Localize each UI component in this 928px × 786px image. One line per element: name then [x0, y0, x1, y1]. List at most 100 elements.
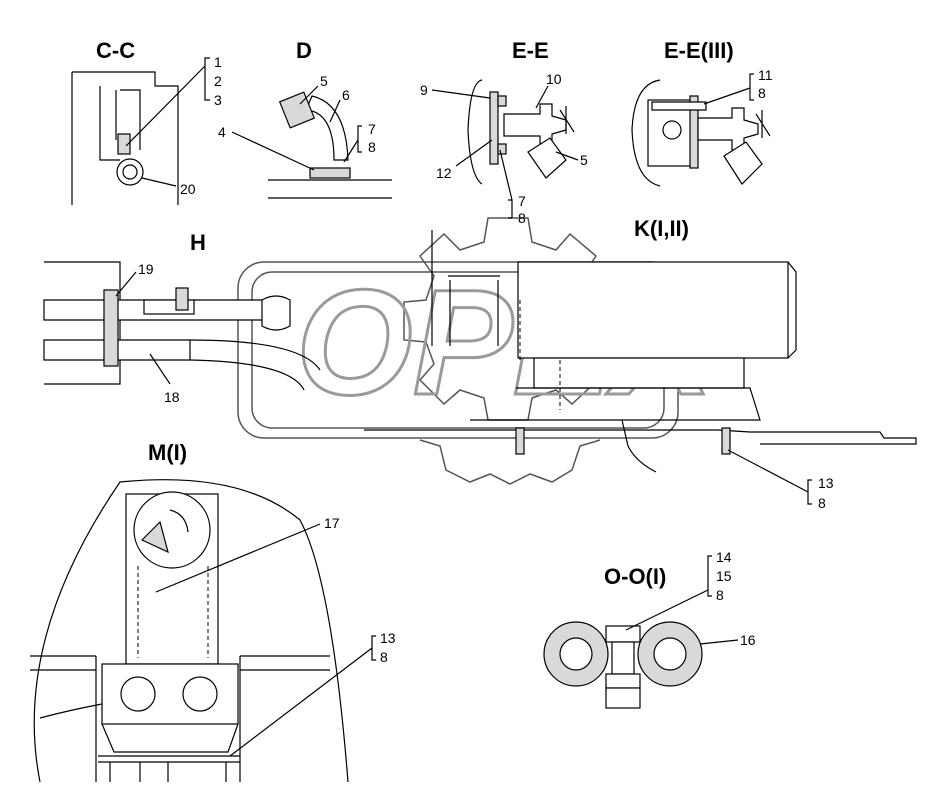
oo-clamp-body — [611, 641, 635, 675]
d-elbow-pipe — [305, 95, 349, 161]
callout-m-17: 17 — [324, 515, 340, 531]
h-coupling — [261, 295, 291, 331]
ee3-valve-body — [697, 107, 759, 151]
callout-oo-16: 16 — [740, 632, 756, 648]
callout-m-8: 8 — [380, 649, 388, 665]
ee-bolt-top — [497, 95, 507, 107]
m-socket-left — [120, 676, 156, 712]
callout-d-6: 6 — [342, 87, 350, 103]
oo-bolt-head — [605, 625, 641, 643]
m-box-base — [101, 723, 239, 753]
m-cable — [39, 703, 103, 719]
cc-bracket — [115, 89, 141, 150]
callout-ee-5: 5 — [580, 152, 588, 168]
ee3-box — [647, 99, 693, 167]
callout-ee3-8: 8 — [758, 85, 766, 101]
view-k: K(I,II) 13 8 — [364, 216, 917, 511]
oo-washer — [605, 687, 641, 709]
ee3-wall — [631, 79, 661, 187]
callout-d-7: 7 — [368, 121, 376, 137]
d-leader-4 — [231, 131, 315, 171]
h-wall-outline — [44, 261, 121, 385]
oo-leader — [625, 555, 712, 631]
m-plate-handle — [169, 509, 189, 533]
ee3-leader — [703, 73, 754, 105]
callout-m-13: 13 — [380, 630, 396, 646]
k-leader — [727, 449, 812, 505]
view-m: M(I) 17 13 8 — [30, 440, 396, 783]
k-tank-bottom — [533, 357, 745, 389]
ee-leader-10 — [535, 85, 549, 109]
k-bolt-left — [515, 427, 525, 455]
watermark-gear-lower — [419, 439, 601, 485]
k-tank-side — [787, 261, 797, 359]
callout-ee-8: 8 — [518, 210, 526, 226]
ee-leader-9 — [431, 89, 491, 99]
cc-leader-1 — [125, 57, 210, 147]
k-pipe-bend — [621, 419, 657, 473]
ee-wall — [467, 79, 483, 185]
m-socket-right — [182, 676, 218, 712]
callout-cc-1: 1 — [214, 54, 222, 70]
view-title-c-c: C-C — [96, 38, 135, 63]
d-base-plate — [309, 167, 351, 179]
m-leader-13 — [229, 635, 376, 757]
h-hose-bend — [189, 339, 321, 391]
view-title-e-e-iii: E-E(III) — [664, 38, 734, 63]
callout-d-4: 4 — [218, 124, 226, 140]
ee-leader-12 — [455, 139, 493, 167]
callout-cc-2: 2 — [214, 73, 222, 89]
view-c-c: C-C 1 2 3 20 — [71, 38, 222, 205]
oo-leader-16 — [699, 639, 739, 645]
view-e-e-iii: E-E(III) 11 8 — [631, 38, 773, 187]
cc-hose-inner — [122, 164, 138, 180]
callout-ee-12: 12 — [436, 165, 452, 181]
callout-ee-10: 10 — [546, 71, 562, 87]
k-bracket-left — [431, 230, 500, 346]
callout-cc-20: 20 — [180, 181, 196, 197]
k-bolt-right — [721, 427, 731, 455]
cc-body-outline — [71, 71, 179, 205]
callout-d-8: 8 — [368, 139, 376, 155]
callout-k-8: 8 — [818, 495, 826, 511]
ee-valve-body — [503, 103, 567, 147]
h-clamp — [175, 287, 189, 311]
view-title-k: K(I,II) — [634, 216, 689, 241]
h-leader-18 — [149, 353, 171, 385]
oo-nut — [605, 673, 641, 689]
callout-oo-14: 14 — [716, 549, 732, 565]
h-wall-section — [103, 289, 119, 367]
ee3-bar — [651, 101, 707, 111]
d-leader-6 — [329, 99, 341, 123]
callout-cc-3: 3 — [214, 92, 222, 108]
oo-hose-right-inner — [653, 637, 687, 671]
callout-d-5: 5 — [320, 73, 328, 89]
ee-leader-78 — [499, 149, 513, 219]
m-plate-disc — [133, 491, 211, 569]
view-title-o-o: O-O(I) — [604, 564, 666, 589]
view-title-h: H — [190, 230, 206, 255]
m-cab-sides — [30, 655, 330, 782]
ee-valve-handle — [559, 106, 575, 134]
m-studs — [109, 762, 227, 782]
callout-ee-7: 7 — [518, 193, 526, 209]
m-leader-17 — [155, 523, 321, 593]
view-title-d: D — [296, 38, 312, 63]
callout-ee3-11: 11 — [758, 67, 773, 83]
callout-oo-15: 15 — [716, 568, 732, 584]
h-leader-19 — [115, 271, 137, 297]
k-tank-body — [517, 261, 789, 359]
view-o-o: O-O(I) 14 15 8 16 — [543, 549, 756, 709]
view-title-e-e: E-E — [512, 38, 549, 63]
callout-oo-8: 8 — [716, 587, 724, 603]
cc-leader-20 — [141, 177, 177, 187]
k-tank-base — [470, 387, 761, 421]
callout-h-19: 19 — [138, 261, 154, 277]
k-frame-rail — [364, 429, 917, 445]
ee-flange — [489, 91, 499, 165]
oo-hose-left-inner — [559, 637, 593, 671]
m-plate-hidden — [137, 566, 209, 658]
d-leader-78 — [343, 125, 362, 163]
d-floor — [268, 179, 392, 199]
